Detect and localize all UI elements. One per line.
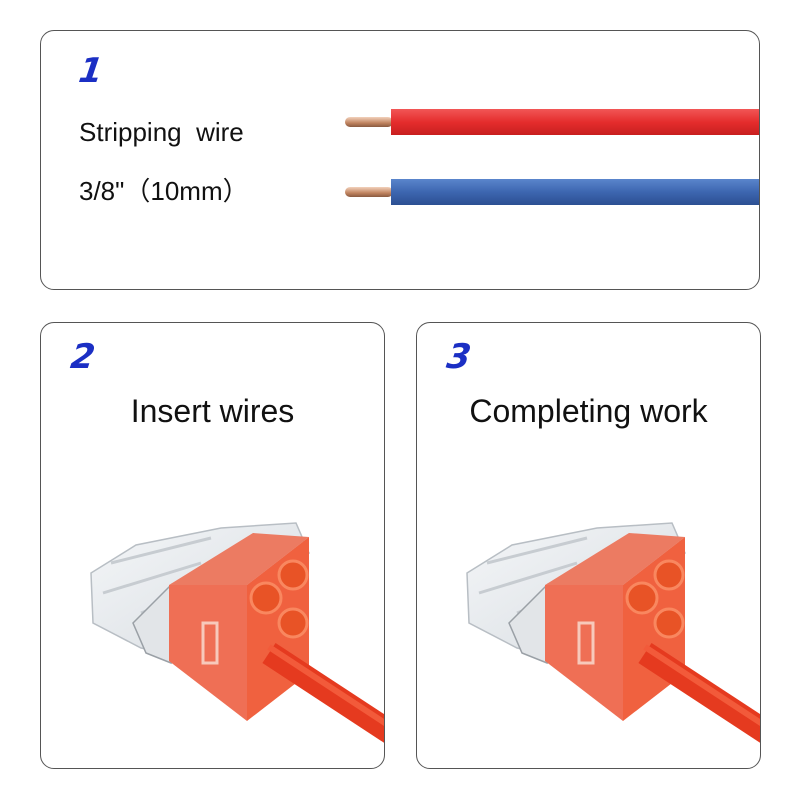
step-1-label: Stripping wire — [79, 117, 244, 147]
connector-with-wire-image — [41, 323, 385, 769]
blue-wire-image — [345, 179, 759, 205]
step-3-title: Completing work — [469, 393, 708, 429]
step-2-title: Insert wires — [130, 393, 295, 429]
copper-tip — [345, 117, 393, 127]
step-number: 1 — [76, 51, 106, 91]
connector-with-wire-image — [417, 323, 761, 769]
red-wire-image — [345, 109, 759, 135]
blue-insulation — [391, 179, 759, 205]
red-insulation — [391, 109, 759, 135]
copper-tip — [345, 187, 393, 197]
step-3-panel: 3 Completing work — [416, 322, 761, 769]
step-1-measurement: 3/8"（10mm） — [79, 176, 249, 206]
step-1-panel: 1 Stripping wire 3/8"（10mm） — [40, 30, 760, 290]
step-2-panel: 2 Insert wires — [40, 322, 385, 769]
